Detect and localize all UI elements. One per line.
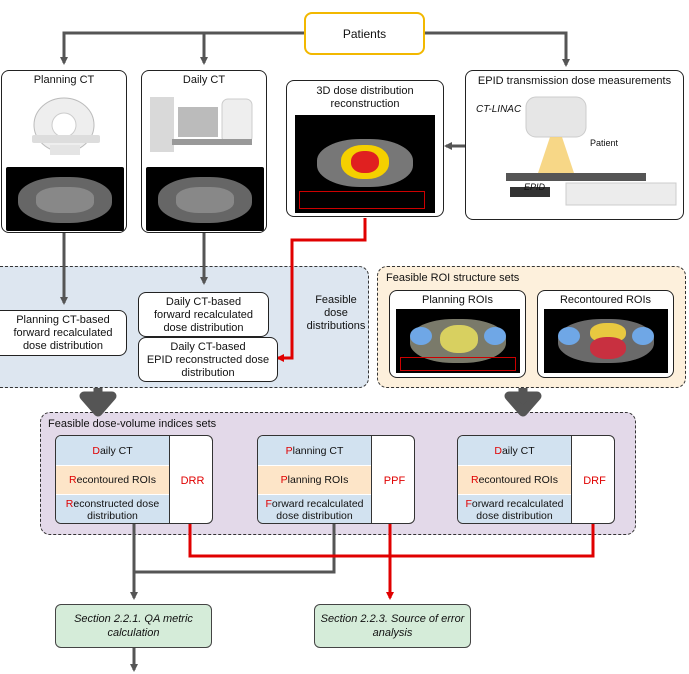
dvi-cell: Daily CT	[56, 436, 169, 466]
dose3d-title-line2: reconstruction	[330, 98, 400, 110]
arrow-patients-to-daily	[200, 31, 304, 65]
dvi-tag-ppf: PPF	[371, 436, 414, 523]
epid-ct-linac-label: CT-LINAC	[476, 104, 522, 115]
planning-ct-dose-box: Planning CT-based forward recalculated d…	[0, 310, 127, 356]
dose3d-box: 3D dose distribution reconstruction	[286, 80, 444, 217]
roi-panel-title: Feasible ROI structure sets	[386, 272, 520, 284]
dvi-cell: Recontoured ROIs	[458, 466, 571, 495]
recontoured-rois-image	[544, 309, 668, 373]
section-qa-box: Section 2.2.1. QA metric calculation	[55, 604, 212, 648]
recontoured-rois-title: Recontoured ROIs	[559, 294, 652, 306]
dvi-cell: Planning CT	[258, 436, 371, 466]
arrow-patients-to-planning	[60, 31, 304, 65]
section-error-box: Section 2.2.3. Source of error analysis	[314, 604, 471, 648]
planning-ct-scan-image	[6, 167, 124, 231]
arrow-patients-to-epid	[425, 31, 570, 67]
planning-rois-image	[396, 309, 520, 373]
patients-box: Patients	[304, 12, 425, 55]
daily-ct-box: Daily CT	[141, 70, 267, 233]
big-arrow-left	[79, 388, 117, 417]
planning-ct-box: Planning CT	[1, 70, 127, 233]
daily-ct-scan-image	[146, 167, 264, 231]
dose3d-title-line1: 3D dose distribution	[316, 85, 414, 97]
ct-scanner-image	[32, 97, 100, 155]
epid-title: EPID transmission dose measurements	[477, 75, 672, 87]
gray-line-ppf-to-qa	[134, 524, 336, 574]
epid-epid-label: EPID	[524, 182, 546, 192]
epid-box: EPID transmission dose measurements CT-L…	[465, 70, 684, 220]
planning-rois-title: Planning ROIs	[422, 294, 493, 306]
big-arrow-right	[504, 388, 542, 417]
daily-ct-title: Daily CT	[182, 74, 226, 86]
dose3d-image	[295, 115, 435, 213]
daily-ct-epid-dose-box: Daily CT-based EPID reconstructed dose d…	[138, 337, 278, 382]
recontoured-rois-box: Recontoured ROIs	[537, 290, 674, 378]
epid-linac-image	[506, 96, 677, 206]
daily-ct-forward-dose-box: Daily CT-based forward recalculated dose…	[138, 292, 269, 337]
epid-patient-label: Patient	[590, 138, 619, 148]
red-arrow-dose3d-to-epid-box	[276, 218, 367, 362]
planning-ct-title: Planning CT	[33, 74, 95, 86]
dvi-cell: Planning ROIs	[258, 466, 371, 495]
dvi-cell: Recontoured ROIs	[56, 466, 169, 495]
planning-rois-box: Planning ROIs	[389, 290, 526, 378]
dvi-cell: Daily CT	[458, 436, 571, 466]
dvi-tag-drf: DRF	[571, 436, 614, 523]
feasible-dose-label: Feasible dose distributions	[306, 294, 366, 332]
linac-image	[150, 97, 253, 152]
dvi-panel-title: Feasible dose-volume indices sets	[48, 418, 217, 430]
dvi-tag-drr: DRR	[169, 436, 212, 523]
